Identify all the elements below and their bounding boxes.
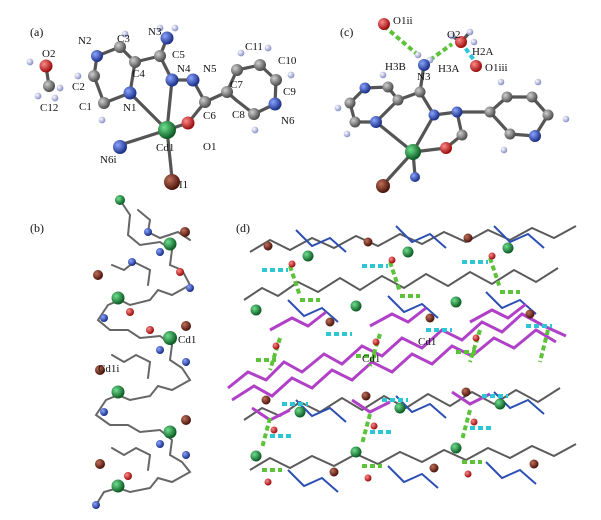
panel-c: (c) xyxy=(334,15,570,193)
atom-label-N3: N3 xyxy=(148,26,162,38)
panel-a-labels: N2 C3 N3 C5 C11 C10 O2 C4 N4 N5 C7 C9 C2… xyxy=(40,26,297,191)
atom-label-C4: C4 xyxy=(132,68,145,80)
panel-d-hbonds-cyan xyxy=(262,260,552,438)
atom-label-C7: C7 xyxy=(230,79,243,91)
atom-label-Cd1-network-left: Cd1 xyxy=(362,353,380,365)
atom-label-O1: O1 xyxy=(203,141,216,153)
panel-b: (b) xyxy=(30,195,196,509)
panel-d-framework-blue xyxy=(287,225,545,493)
atom-label-C6: C6 xyxy=(203,110,216,122)
panel-a-atoms xyxy=(39,31,282,190)
panel-label-c: (c) xyxy=(340,25,353,39)
panel-d-atoms xyxy=(250,233,539,486)
atom-label-C11: C11 xyxy=(245,41,263,53)
atom-label-C2: C2 xyxy=(72,81,85,93)
hbond-N3-O1ii xyxy=(382,24,420,57)
panel-c-bonds xyxy=(348,30,550,187)
panel-a: (a) xyxy=(26,24,297,191)
atom-label-H3B: H3B xyxy=(385,61,406,73)
atom-label-C9: C9 xyxy=(283,86,296,98)
atom-label-N4: N4 xyxy=(177,63,191,75)
atom-label-N1: N1 xyxy=(123,102,136,114)
atom-label-I1: I1 xyxy=(179,179,188,191)
panel-b-atoms xyxy=(92,195,194,509)
panel-d: (d) xyxy=(227,221,577,493)
atom-label-H2A: H2A xyxy=(472,46,493,58)
atom-label-C5: C5 xyxy=(172,49,185,61)
atom-label-Cd1-chain: Cd1 xyxy=(178,334,196,346)
atom-label-N5: N5 xyxy=(203,63,217,75)
atom-label-O2: O2 xyxy=(447,29,460,41)
atom-label-N3: N3 xyxy=(417,71,431,83)
hbond-N3-O2 xyxy=(428,42,454,62)
atom-label-N6i: N6i xyxy=(100,154,117,166)
atom-label-N2: N2 xyxy=(78,35,91,47)
panel-c-atoms xyxy=(344,18,554,193)
atom-label-Cd1: Cd1 xyxy=(156,142,174,154)
panel-label-a: (a) xyxy=(30,25,43,39)
atom-label-C10: C10 xyxy=(278,55,297,67)
panel-label-b: (b) xyxy=(30,221,44,235)
panel-a-hydrogens xyxy=(26,24,295,134)
atom-label-H3A: H3A xyxy=(438,63,459,75)
atom-label-C1: C1 xyxy=(79,101,92,113)
atom-label-C3: C3 xyxy=(117,33,130,45)
panel-c-labels: O1ii O2 H2A H3B N3 H3A O1iii xyxy=(385,15,508,83)
atom-label-N6: N6 xyxy=(281,115,295,127)
atom-label-Cd1-network-right: Cd1 xyxy=(418,336,436,348)
panel-d-hbonds-green xyxy=(256,257,550,472)
atom-label-C12: C12 xyxy=(40,102,58,114)
atom-label-O1iii: O1iii xyxy=(485,62,508,74)
atom-label-Cd1i-chain: Cd1i xyxy=(98,363,119,375)
atom-label-O2: O2 xyxy=(42,48,55,60)
panel-b-chain-bonds xyxy=(94,199,192,506)
atom-label-C8: C8 xyxy=(232,109,245,121)
atom-label-O1ii: O1ii xyxy=(393,15,413,27)
panel-label-d: (d) xyxy=(236,221,250,235)
panel-c-hydrogens xyxy=(334,28,570,154)
